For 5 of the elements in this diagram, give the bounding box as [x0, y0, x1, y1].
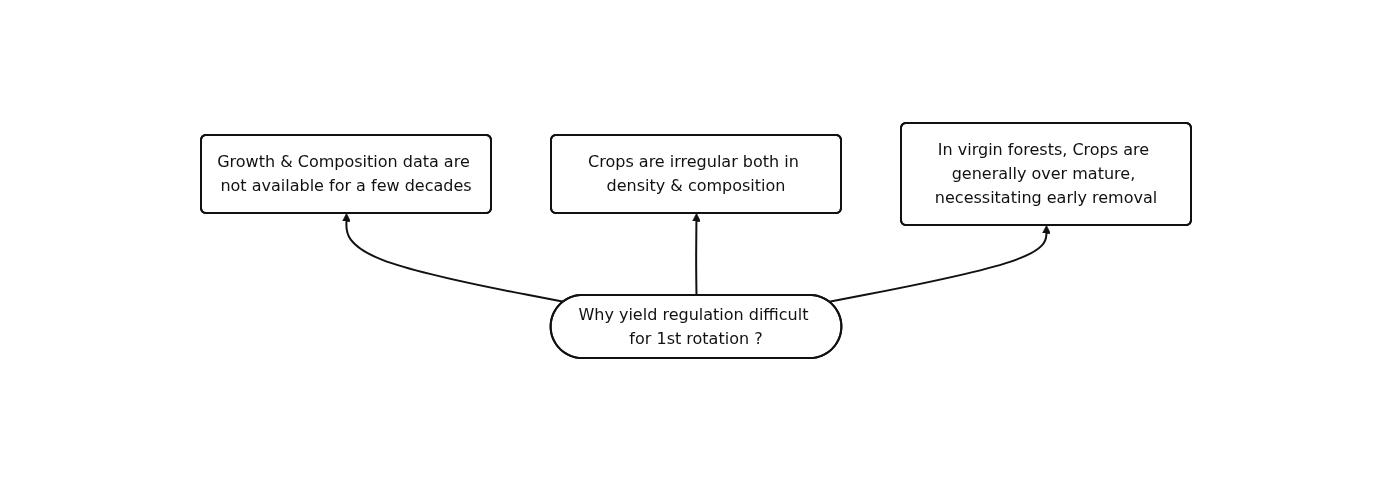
node-text: Crops are irregular both in density & composition — [588, 152, 799, 195]
node-text: Growth & Composition data are not available for a few decades — [217, 152, 472, 195]
arrow — [692, 213, 701, 297]
arrow — [828, 225, 1051, 303]
node-text: In virgin forests, Crops are generally over mature, necessitating early removal — [934, 140, 1158, 207]
